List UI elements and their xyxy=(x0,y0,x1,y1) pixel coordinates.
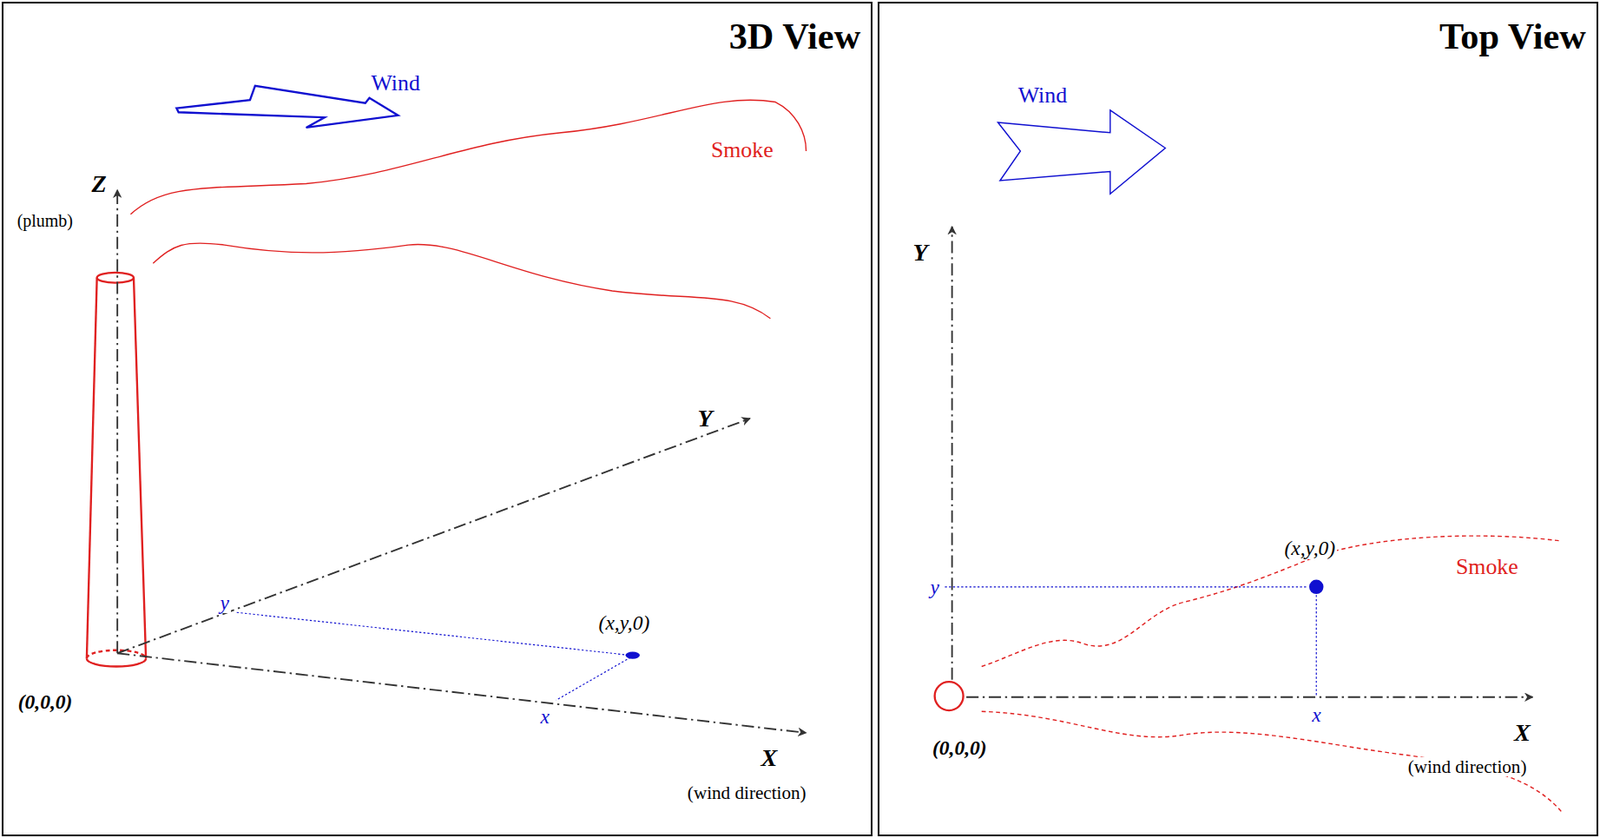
diagram-label: (wind direction) xyxy=(685,783,809,803)
smoke-line xyxy=(152,243,771,319)
point xyxy=(1309,579,1324,594)
diagram-label: (x,y,0) xyxy=(1282,537,1337,560)
point xyxy=(625,651,640,659)
diagram-label: Y xyxy=(911,239,930,266)
axis xyxy=(952,226,1534,698)
diagram-label: Wind xyxy=(368,71,422,95)
diagram-label: X xyxy=(1512,719,1533,746)
diagram-label: x xyxy=(1310,704,1323,726)
chimney xyxy=(86,272,146,667)
diagram-label: X xyxy=(758,744,779,771)
diagram-label: Wind xyxy=(1016,83,1069,107)
wind-arrow xyxy=(176,85,398,128)
view-panel: Top View xyxy=(877,1,1599,836)
diagram-label: (0,0,0) xyxy=(930,737,989,759)
view-panel: 3D View xyxy=(1,1,873,836)
axis xyxy=(117,190,806,733)
diagram-label: Y xyxy=(696,405,715,432)
panel-heading: Top View xyxy=(1439,18,1587,55)
diagram-label: Smoke xyxy=(1454,554,1521,579)
diagram-label: y xyxy=(928,576,942,599)
panel-heading: 3D View xyxy=(729,18,862,55)
diagram-label: (plumb) xyxy=(15,211,75,231)
diagram-label: Z xyxy=(89,171,108,198)
diagram-label: (x,y,0) xyxy=(597,612,652,634)
projection-lines xyxy=(237,612,632,700)
diagram-label: Smoke xyxy=(709,138,776,162)
diagram-label: (0,0,0) xyxy=(16,691,75,713)
smoke-line xyxy=(981,711,1562,811)
diagram-label: y xyxy=(218,592,231,614)
smoke-line xyxy=(981,535,1562,666)
smoke-line xyxy=(130,99,806,215)
wind-arrow xyxy=(998,110,1166,194)
diagram-label: x xyxy=(539,705,552,728)
projection-lines xyxy=(944,586,1317,697)
diagram-label: (wind direction) xyxy=(1406,757,1529,777)
chimney-top xyxy=(934,681,964,711)
